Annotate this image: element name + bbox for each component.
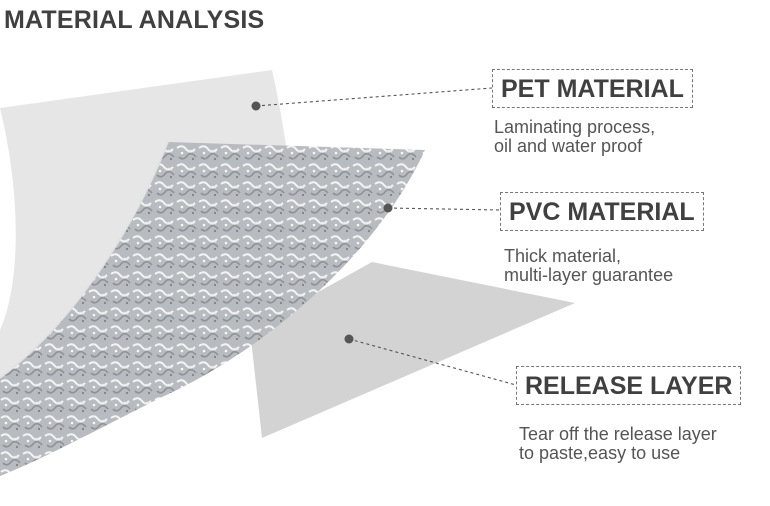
page-title-text: MATERIAL ANALYSIS xyxy=(4,6,265,34)
pvc-marker xyxy=(383,203,393,213)
release-layer-label: RELEASE LAYER xyxy=(516,366,742,405)
pet-material-desc: Laminating process, oil and water proof xyxy=(494,117,656,156)
pvc-material-label: PVC MATERIAL xyxy=(500,192,704,231)
release-layer xyxy=(250,262,575,438)
pet-marker xyxy=(251,101,261,111)
pvc-foil-layer xyxy=(0,142,425,476)
pet-material-label: PET MATERIAL xyxy=(492,69,693,108)
pvc-material-desc: Thick material, multi-layer guarantee xyxy=(504,246,674,285)
release-marker xyxy=(344,334,354,344)
release-layer-desc: Tear off the release layer to paste,easy… xyxy=(519,424,717,463)
page-title: MATERIAL ANALYSIS xyxy=(0,6,264,35)
